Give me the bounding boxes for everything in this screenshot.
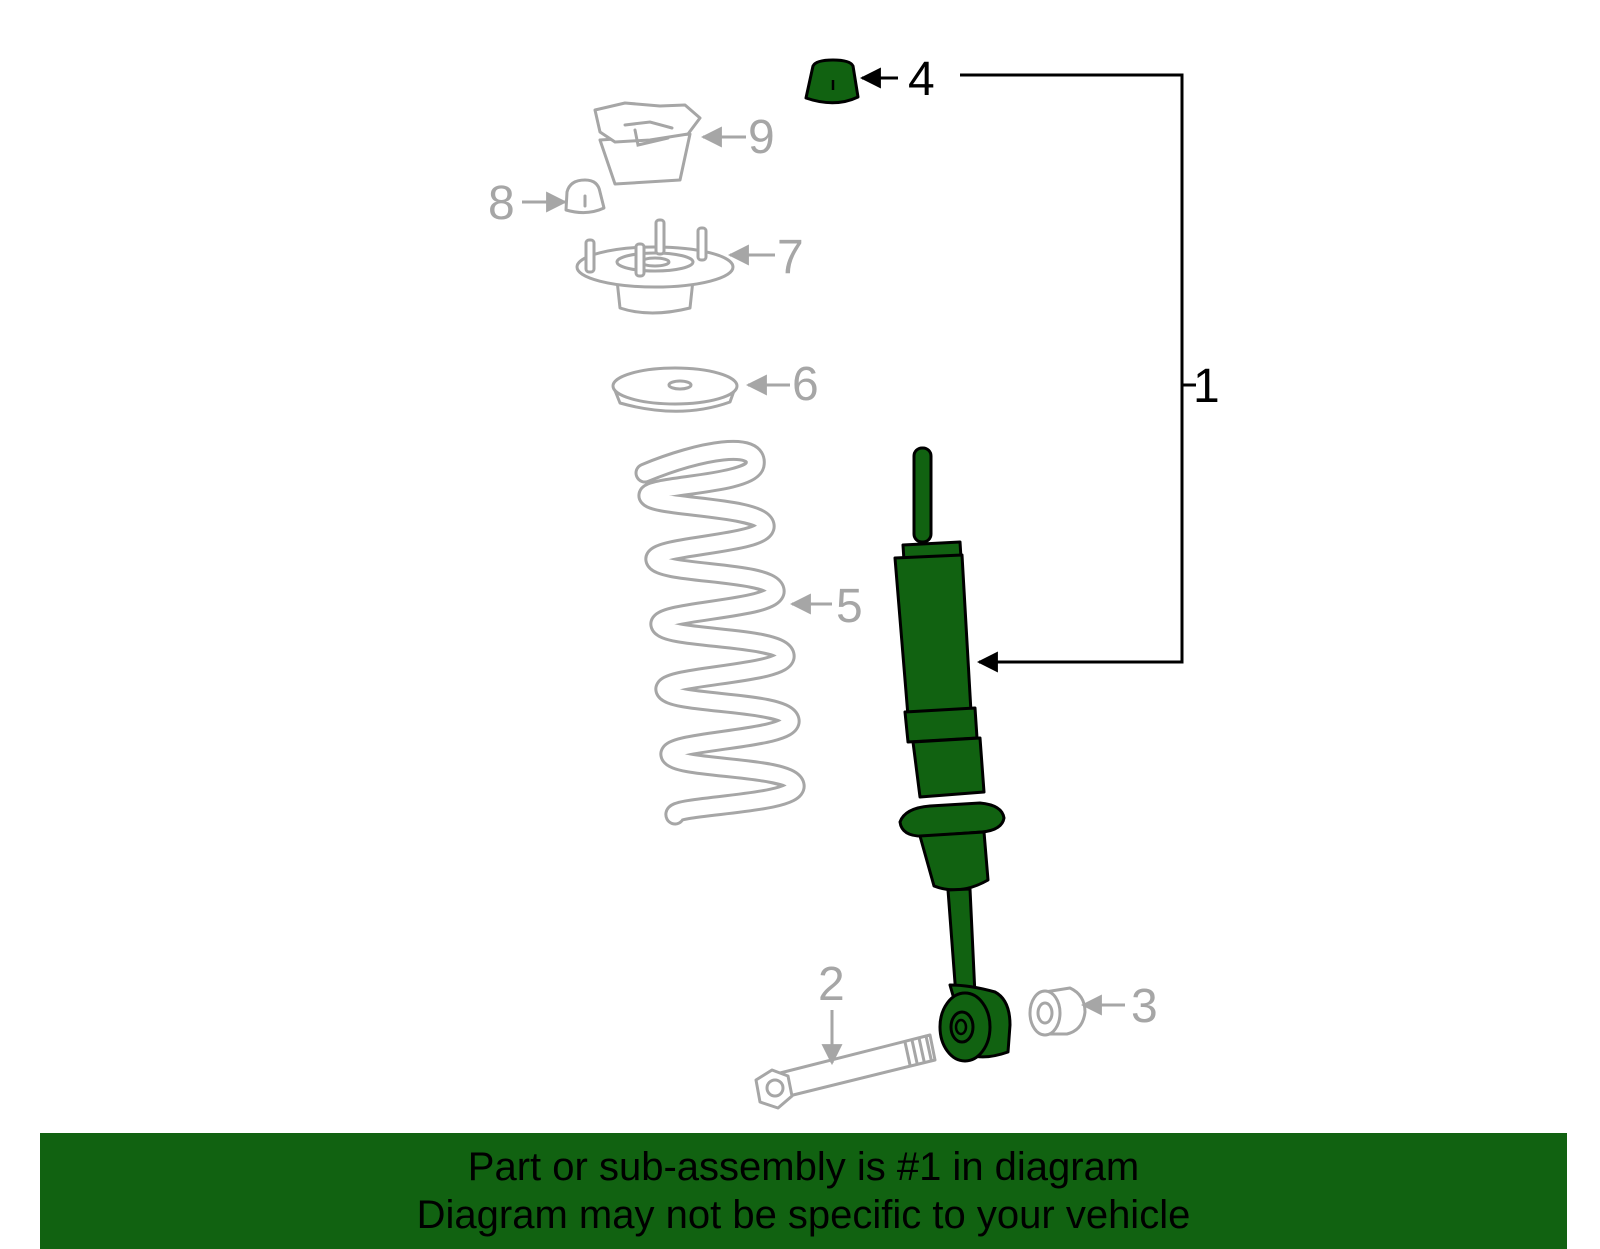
part-3-bushing[interactable]: [1028, 986, 1087, 1037]
part-6-insulator[interactable]: [611, 366, 739, 413]
leader-lines: [522, 67, 1196, 1066]
part-1-strut-assembly[interactable]: [893, 446, 1012, 1063]
callout-5: 5: [836, 580, 863, 633]
part-8-cap[interactable]: [564, 178, 606, 215]
info-banner: Part or sub-assembly is #1 in diagram Di…: [40, 1133, 1567, 1249]
callout-4: 4: [908, 53, 935, 106]
banner-line-2: Diagram may not be specific to your vehi…: [416, 1193, 1191, 1237]
part-4-cap[interactable]: [804, 58, 860, 105]
callout-6: 6: [792, 358, 819, 411]
callout-7: 7: [777, 231, 804, 284]
part-5-coil-spring[interactable]: [634, 439, 806, 826]
callout-2: 2: [818, 958, 845, 1011]
banner-line-1: Part or sub-assembly is #1 in diagram: [467, 1145, 1140, 1189]
callout-8: 8: [488, 177, 515, 230]
callout-3: 3: [1131, 980, 1158, 1033]
part-2-bolt[interactable]: [754, 1033, 937, 1110]
callout-1: 1: [1193, 360, 1220, 413]
part-7-spring-seat[interactable]: [575, 218, 735, 315]
callout-9: 9: [748, 111, 775, 164]
part-9-upper-mount[interactable]: [593, 101, 702, 186]
